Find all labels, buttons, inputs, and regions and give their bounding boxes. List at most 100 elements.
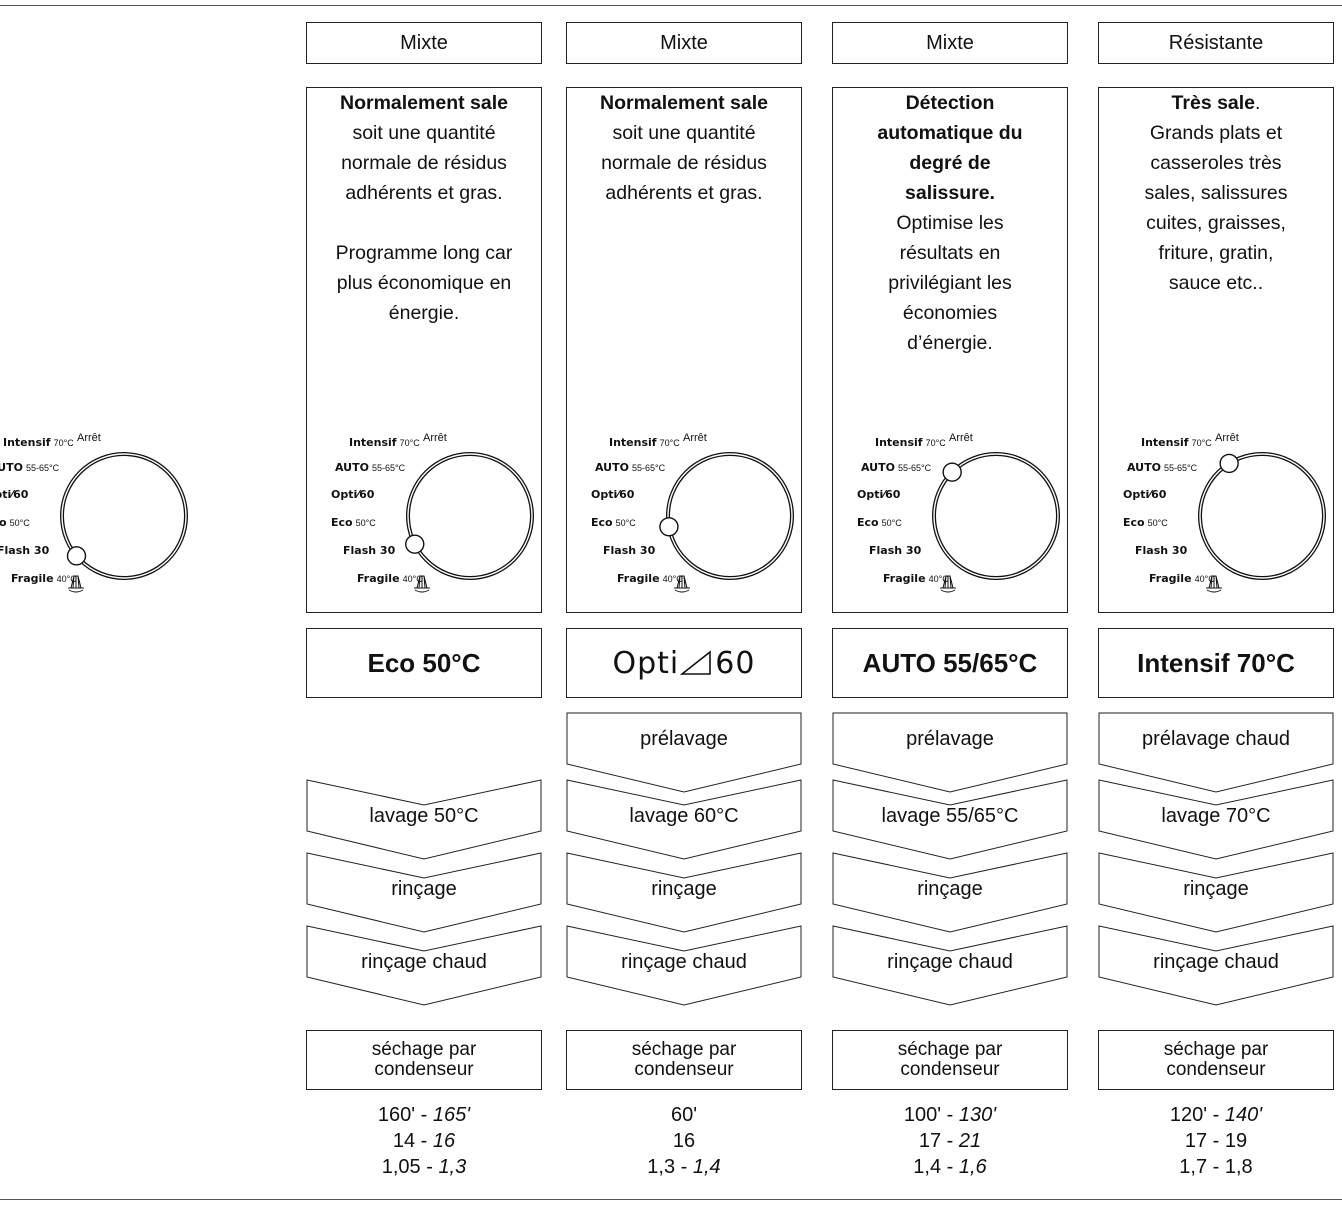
- step-shape: [1098, 852, 1334, 933]
- wash-step: lavage 70°C: [1161, 805, 1271, 827]
- dial-label-fragile: Fragile 40°C: [1149, 572, 1215, 585]
- energy-consumption: 1,05 - 1,3: [381, 1156, 467, 1178]
- dial-label-opti: Opti⁄60: [591, 488, 635, 501]
- dial-ring: [405, 452, 534, 593]
- dial-label-arret: Arrêt: [1215, 432, 1239, 444]
- wash-step: prélavage: [906, 728, 994, 750]
- step-shape: [566, 925, 802, 1006]
- step-shape: [566, 852, 802, 933]
- water-consumption: 14 - 16: [392, 1130, 456, 1152]
- dial-label-auto: AUTO 55-65°C: [1127, 461, 1198, 474]
- dial-label-fragile: Fragile 40°C: [617, 572, 683, 585]
- dial-label-eco: Eco 50°C: [331, 516, 376, 529]
- dial-label-arret: Arrêt: [423, 432, 447, 444]
- dial-label-opti: Opti⁄60: [1123, 488, 1167, 501]
- dial-label-flash: Flash 30: [1135, 544, 1188, 557]
- wash-step: rinçage chaud: [361, 951, 487, 973]
- step-shape: [832, 779, 1068, 860]
- step-shape: [1098, 779, 1334, 860]
- dial-label-opti: Opti⁄60: [331, 488, 375, 501]
- dial-label-flash: Flash 30: [343, 544, 396, 557]
- dial-knob: [659, 517, 679, 537]
- dial-ring: [932, 452, 1060, 593]
- dial-label-eco: Eco 50°C: [1123, 516, 1168, 529]
- duration: 160' - 165': [377, 1104, 471, 1126]
- dial-label-intensif: Intensif 70°C: [875, 436, 946, 449]
- dial-label-flash: Flash 30: [0, 544, 50, 557]
- dial-label-eco: Eco 50°C: [591, 516, 636, 529]
- rinse-aid-icon: [68, 575, 84, 593]
- step-shape: [566, 779, 802, 860]
- dial-label-auto: AUTO 55-65°C: [595, 461, 666, 474]
- program-stats: 120' - 140' 17 - 19 1,7 - 1,8: [1098, 1102, 1334, 1180]
- wash-step: lavage 60°C: [629, 805, 739, 827]
- program-name: Opti 60: [566, 628, 802, 698]
- duration: 100' - 130': [903, 1104, 997, 1126]
- water-consumption: 17 - 19: [1184, 1130, 1248, 1152]
- step-shape: [566, 712, 802, 793]
- fabric-type: Mixte: [306, 22, 542, 64]
- dial-label-intensif: Intensif 70°C: [609, 436, 680, 449]
- program-name: Intensif 70°C: [1098, 628, 1334, 698]
- dial-label-fragile: Fragile 40°C: [883, 572, 949, 585]
- fabric-type: Mixte: [832, 22, 1068, 64]
- dial-label-auto: AUTO 55-65°C: [335, 461, 406, 474]
- wash-step: lavage 50°C: [369, 805, 479, 827]
- dial-label-eco: Eco 50°C: [0, 516, 30, 529]
- energy-consumption: 1,3 - 1,4: [647, 1156, 721, 1178]
- dial-knob: [1219, 453, 1239, 474]
- fabric-type: Résistante: [1098, 22, 1334, 64]
- rinse-aid-icon: [1206, 575, 1222, 593]
- step-shape: [1098, 925, 1334, 1006]
- dial-label-auto: AUTO 55-65°C: [0, 461, 60, 474]
- step-shape: [306, 852, 542, 933]
- wash-step: rinçage: [1183, 878, 1249, 900]
- dial-knob: [942, 462, 962, 482]
- wash-step: rinçage: [917, 878, 983, 900]
- program-stats: 160' - 165' 14 - 16 1,05 - 1,3: [306, 1102, 542, 1180]
- fabric-type: Mixte: [566, 22, 802, 64]
- step-shape: [832, 925, 1068, 1006]
- dial-label-flash: Flash 30: [869, 544, 922, 557]
- dial-label-auto: AUTO 55-65°C: [861, 461, 932, 474]
- wash-step: rinçage: [391, 878, 457, 900]
- program-name: AUTO 55/65°C: [832, 628, 1068, 698]
- dial-label-opti: Opti⁄60: [0, 488, 29, 501]
- dial-label-arret: Arrêt: [683, 432, 707, 444]
- duration: 60': [670, 1104, 698, 1126]
- dial-label-fragile: Fragile 40°C: [357, 572, 423, 585]
- top-rule: [0, 5, 1342, 6]
- step-shape: [306, 779, 542, 860]
- wash-step: rinçage chaud: [887, 951, 1013, 973]
- program-stats: 60' 16 1,3 - 1,4: [566, 1102, 802, 1180]
- dial-label-intensif: Intensif 70°C: [3, 436, 74, 449]
- step-shape: [1098, 712, 1334, 793]
- dial-knob: [405, 534, 425, 554]
- rinse-aid-icon: [940, 575, 956, 593]
- duration: 120' - 140': [1169, 1104, 1263, 1126]
- dial-label-arret: Arrêt: [949, 432, 973, 444]
- wash-step: prélavage chaud: [1142, 728, 1290, 750]
- dial-label-eco: Eco 50°C: [857, 516, 902, 529]
- wash-step: rinçage: [651, 878, 717, 900]
- dial-label-intensif: Intensif 70°C: [349, 436, 420, 449]
- dial-label-flash: Flash 30: [603, 544, 656, 557]
- energy-consumption: 1,4 - 1,6: [913, 1156, 987, 1178]
- bottom-rule: [0, 1199, 1342, 1200]
- dial-label-intensif: Intensif 70°C: [1141, 436, 1212, 449]
- step-shape: [832, 712, 1068, 793]
- wash-step: lavage 55/65°C: [881, 805, 1019, 827]
